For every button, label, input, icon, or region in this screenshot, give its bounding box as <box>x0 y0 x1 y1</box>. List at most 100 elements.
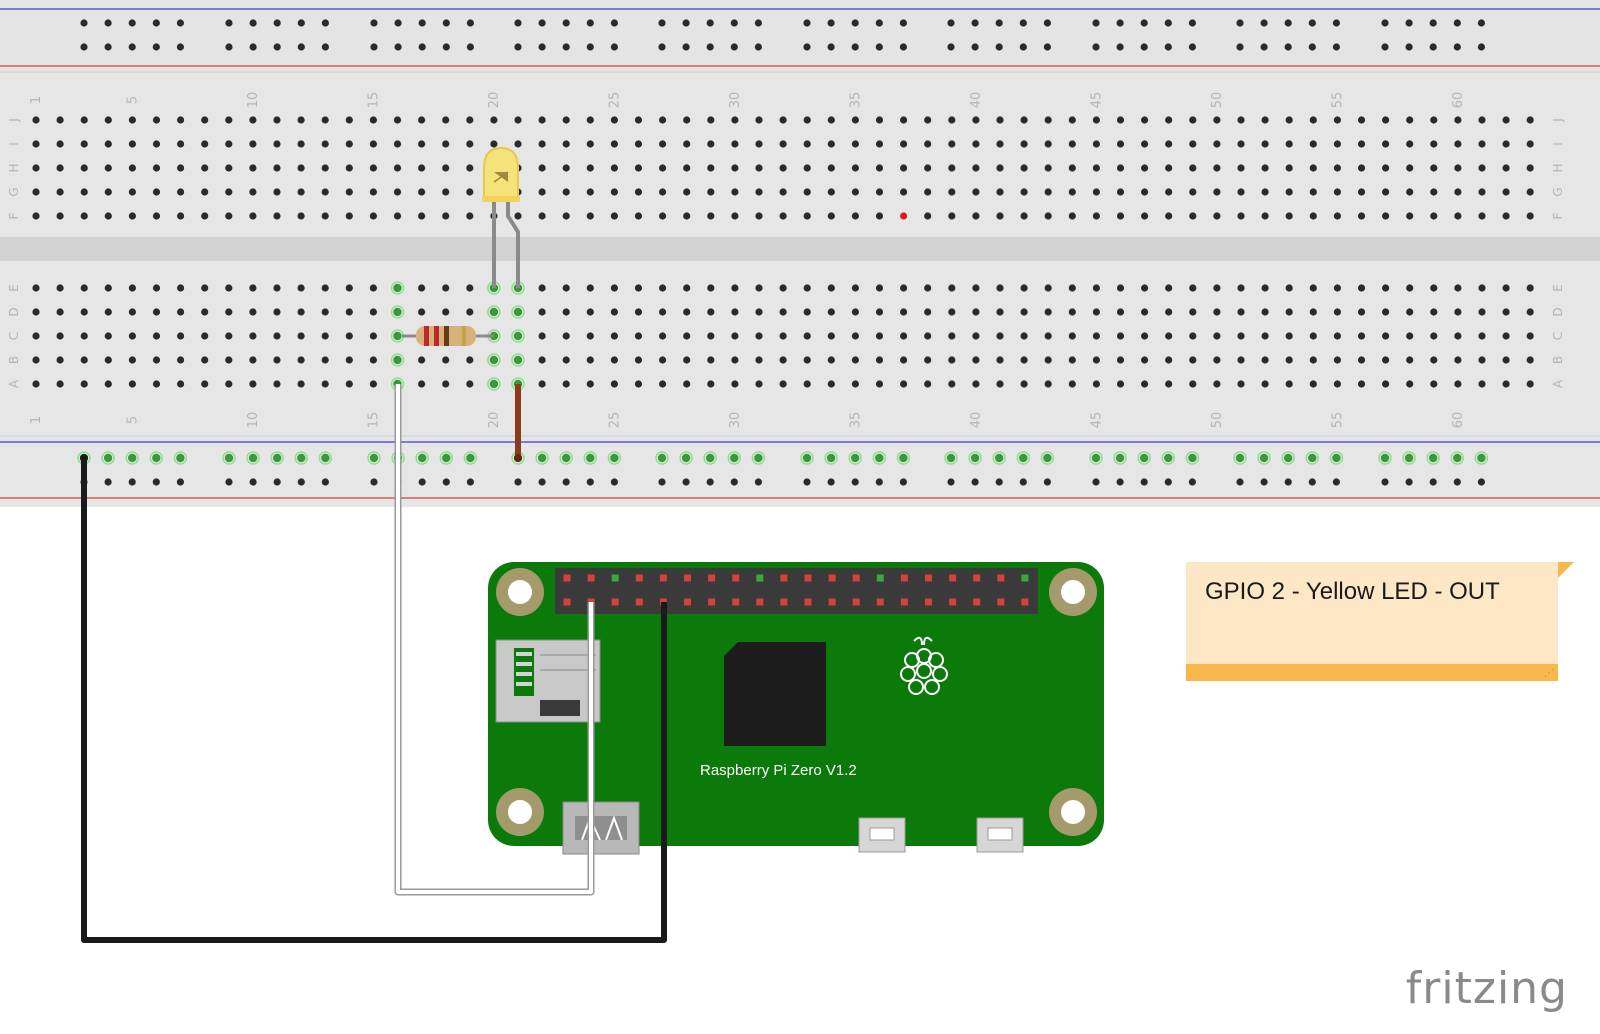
rail-hole <box>1188 453 1197 463</box>
rail-hole <box>899 43 908 51</box>
rail-hole <box>369 453 379 463</box>
breadboard-hole <box>128 212 136 220</box>
rail-hole <box>706 478 714 486</box>
column-number-label: 15 <box>366 92 381 109</box>
rail-hole <box>80 19 88 27</box>
rail-hole <box>1381 19 1389 27</box>
breadboard-hole <box>1116 356 1125 364</box>
breadboard-hole <box>1285 284 1293 292</box>
gpio-pin <box>732 598 740 606</box>
raspberry-pi-zero-board[interactable]: Raspberry Pi Zero V1.2 <box>488 562 1104 855</box>
rail-hole <box>971 478 979 486</box>
rail-hole <box>370 43 378 51</box>
rail-hole <box>297 478 305 486</box>
breadboard-hole <box>1454 116 1462 124</box>
breadboard-hole <box>225 140 233 148</box>
breadboard-hole <box>466 140 474 148</box>
breadboard-hole <box>1141 188 1149 196</box>
row-letter-label: J <box>7 118 21 123</box>
breadboard-hole <box>1068 116 1076 124</box>
breadboard-hole <box>369 116 377 124</box>
rail-hole <box>562 43 570 51</box>
breadboard-hole <box>1382 308 1390 316</box>
breadboard-hole <box>562 380 570 388</box>
gpio-pin <box>587 574 595 582</box>
breadboard-hole <box>538 116 546 124</box>
rail-hole <box>875 453 884 463</box>
breadboard-hole <box>803 188 811 196</box>
breadboard-hole <box>442 380 450 388</box>
breadboard-hole <box>128 380 136 388</box>
breadboard-hole <box>345 308 353 316</box>
yellow-led[interactable] <box>482 146 520 288</box>
breadboard-hole <box>1357 212 1366 220</box>
rail-hole <box>1453 19 1461 27</box>
breadboard-hole <box>1189 140 1197 148</box>
breadboard-hole <box>1044 380 1052 388</box>
breadboard-hole <box>1478 212 1486 220</box>
rail-hole <box>273 43 281 51</box>
breadboard-hole <box>755 116 763 124</box>
rail-hole <box>128 19 136 27</box>
breadboard-hole <box>466 116 474 124</box>
rail-hole <box>851 43 859 51</box>
breadboard-hole <box>948 188 956 196</box>
breadboard-hole <box>393 307 402 317</box>
breadboard-hole <box>924 164 932 172</box>
rail-hole <box>1332 453 1341 463</box>
breadboard-hole <box>586 212 594 220</box>
breadboard-hole <box>1526 380 1534 388</box>
breadboard-hole <box>273 332 281 340</box>
breadboard-hole <box>201 356 209 364</box>
breadboard-hole <box>466 164 474 172</box>
breadboard-hole <box>851 380 860 388</box>
breadboard-hole <box>1165 380 1173 388</box>
black-wire-gnd[interactable] <box>81 458 667 943</box>
breadboard-hole <box>1502 356 1510 364</box>
breadboard-hole <box>1044 308 1052 316</box>
note-resize-grip[interactable]: ⋰ <box>1544 668 1554 679</box>
breadboard-hole <box>1309 308 1317 316</box>
rail-hole <box>128 43 136 51</box>
breadboard-hole <box>659 380 667 388</box>
rail-hole <box>706 453 715 463</box>
resistor[interactable] <box>402 326 494 346</box>
note-card[interactable]: GPIO 2 - Yellow LED - OUT ⋰ <box>1186 562 1574 681</box>
breadboard-hole <box>683 380 691 388</box>
rail-hole <box>1260 478 1268 486</box>
gpio-pin <box>828 574 836 582</box>
breadboard-hole <box>104 140 112 148</box>
rail-hole <box>248 453 258 463</box>
breadboard-hole <box>1357 332 1366 340</box>
rail-hole <box>418 453 427 463</box>
breadboard-hole <box>393 331 402 341</box>
breadboard-hole <box>56 212 64 220</box>
breadboard-hole <box>1526 212 1534 220</box>
breadboard-hole <box>1285 332 1293 340</box>
breadboard-hole <box>104 164 112 172</box>
breadboard-hole <box>1020 308 1028 316</box>
rail-hole <box>104 478 112 486</box>
breadboard-hole <box>634 140 643 148</box>
breadboard-hole <box>514 116 522 124</box>
breadboard-hole <box>1502 212 1510 220</box>
gpio-pin <box>925 574 932 582</box>
column-number-label: 60 <box>1451 412 1466 429</box>
breadboard-hole <box>1333 332 1341 340</box>
breadboard-hole <box>177 332 185 340</box>
breadboard-hole <box>369 308 377 316</box>
gpio-header[interactable] <box>555 568 1038 614</box>
breadboard-hole <box>610 332 619 340</box>
column-number-label: 50 <box>1210 92 1225 109</box>
breadboard-hole <box>418 380 426 388</box>
breadboard-hole <box>466 284 474 292</box>
breadboard-hole <box>851 164 860 172</box>
row-letter-label: G <box>1551 187 1565 196</box>
rail-hole <box>80 43 88 51</box>
breadboard-hole <box>1357 356 1366 364</box>
gpio-pin <box>900 574 908 582</box>
rail-hole <box>418 19 426 27</box>
breadboard-hole <box>152 284 161 292</box>
gpio-pin <box>804 574 812 582</box>
breadboard-hole <box>683 164 691 172</box>
